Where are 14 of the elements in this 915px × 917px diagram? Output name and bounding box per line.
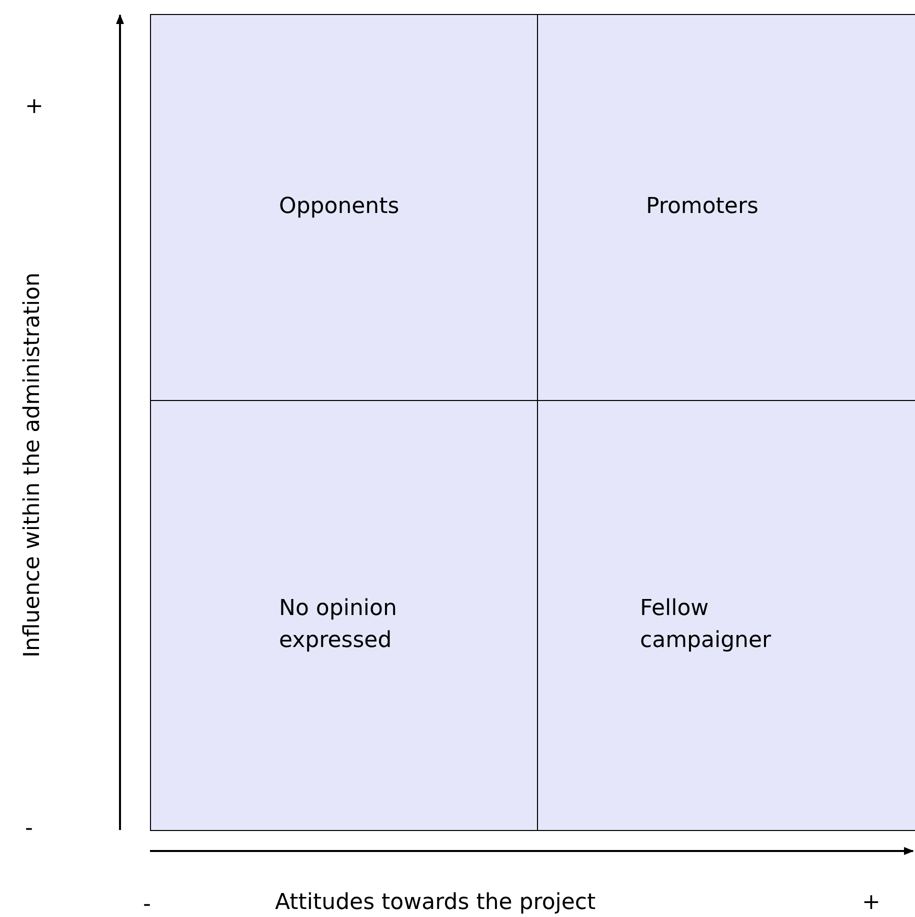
quadrant-label: Promoters bbox=[646, 193, 760, 221]
quadrant-box bbox=[150, 14, 538, 401]
quadrant-box bbox=[537, 400, 915, 831]
axis-sign: - bbox=[143, 891, 151, 917]
axis-title: Influence within the administration bbox=[19, 272, 46, 658]
axis-title: Attitudes towards the project bbox=[275, 889, 596, 917]
axis-sign: - bbox=[25, 815, 33, 843]
quadrant-label: No opinion expressed bbox=[279, 595, 398, 655]
axis-sign: + bbox=[25, 93, 44, 121]
quadrant-box bbox=[537, 14, 915, 401]
quadrant-label: Fellow campaigner bbox=[640, 595, 772, 655]
quadrant-label: Opponents bbox=[279, 193, 400, 221]
quadrant-box bbox=[150, 400, 538, 831]
axis-sign: + bbox=[862, 889, 880, 917]
